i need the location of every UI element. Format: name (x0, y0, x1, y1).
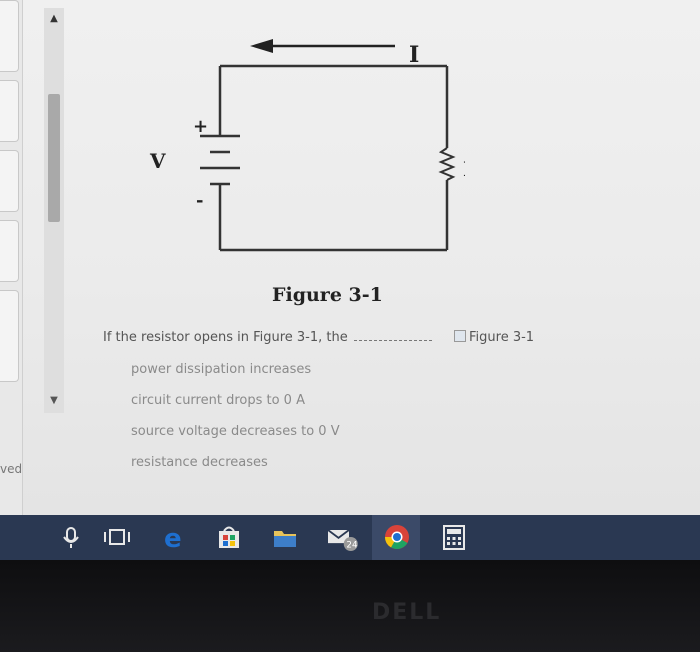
edge-browser-icon[interactable]: e (160, 523, 190, 551)
broken-image-icon (454, 330, 466, 342)
plus-sign: + (193, 116, 208, 137)
svg-text:e: e (164, 524, 182, 551)
figure-caption: Figure 3-1 (272, 284, 383, 306)
scroll-down-arrow-icon[interactable]: ▼ (50, 395, 58, 406)
figure-link-label: Figure 3-1 (469, 330, 535, 345)
chrome-browser-icon[interactable] (382, 523, 412, 551)
circuit-diagram: I V + - R (149, 39, 465, 252)
scroll-up-arrow-icon[interactable]: ▲ (50, 13, 58, 24)
brand-logo: DELL (372, 600, 442, 625)
notification-badge (343, 537, 358, 551)
mail-icon[interactable]: 24 (320, 523, 364, 551)
current-label: I (409, 42, 419, 68)
question-prompt: If the resistor opens in Figure 3-1, the (103, 330, 348, 345)
left-panel-tab[interactable] (0, 80, 19, 142)
scroll-thumb[interactable] (48, 94, 60, 222)
task-view-icon[interactable] (102, 523, 132, 551)
minus-sign: - (196, 190, 203, 211)
figure-image-link[interactable]: Figure 3-1 (454, 330, 534, 345)
answer-option[interactable]: power dissipation increases (131, 362, 312, 377)
monitor-bezel: DELL (0, 560, 700, 652)
microphone-icon[interactable] (60, 523, 82, 551)
calculator-icon[interactable] (440, 523, 468, 551)
answer-option[interactable]: source voltage decreases to 0 V (131, 424, 340, 439)
left-panel-tab[interactable] (0, 220, 19, 282)
left-panel (0, 0, 23, 515)
resistor-symbol (438, 147, 456, 181)
left-panel-tab[interactable] (0, 290, 19, 382)
resistor-label: R (463, 157, 465, 181)
left-panel-tab[interactable] (0, 0, 19, 72)
left-panel-tab[interactable] (0, 150, 19, 212)
notification-badge-count: 24 (346, 541, 358, 551)
answer-blank (353, 340, 432, 341)
voltage-label: V (149, 149, 166, 173)
saved-status-text: ved (0, 462, 23, 476)
file-explorer-icon[interactable] (270, 523, 300, 551)
answer-option[interactable]: circuit current drops to 0 A (131, 393, 305, 408)
current-arrow-head-icon (250, 39, 273, 53)
answer-option[interactable]: resistance decreases (131, 455, 268, 470)
question-text: If the resistor opens in Figure 3-1, the (103, 330, 432, 345)
vertical-scrollbar[interactable]: ▲ ▼ (44, 8, 64, 413)
browser-screen: ▲ ▼ ved I V + - R Figure 3-1 If (0, 0, 700, 515)
store-icon[interactable] (214, 523, 244, 551)
windows-taskbar: e 24 (0, 515, 700, 560)
